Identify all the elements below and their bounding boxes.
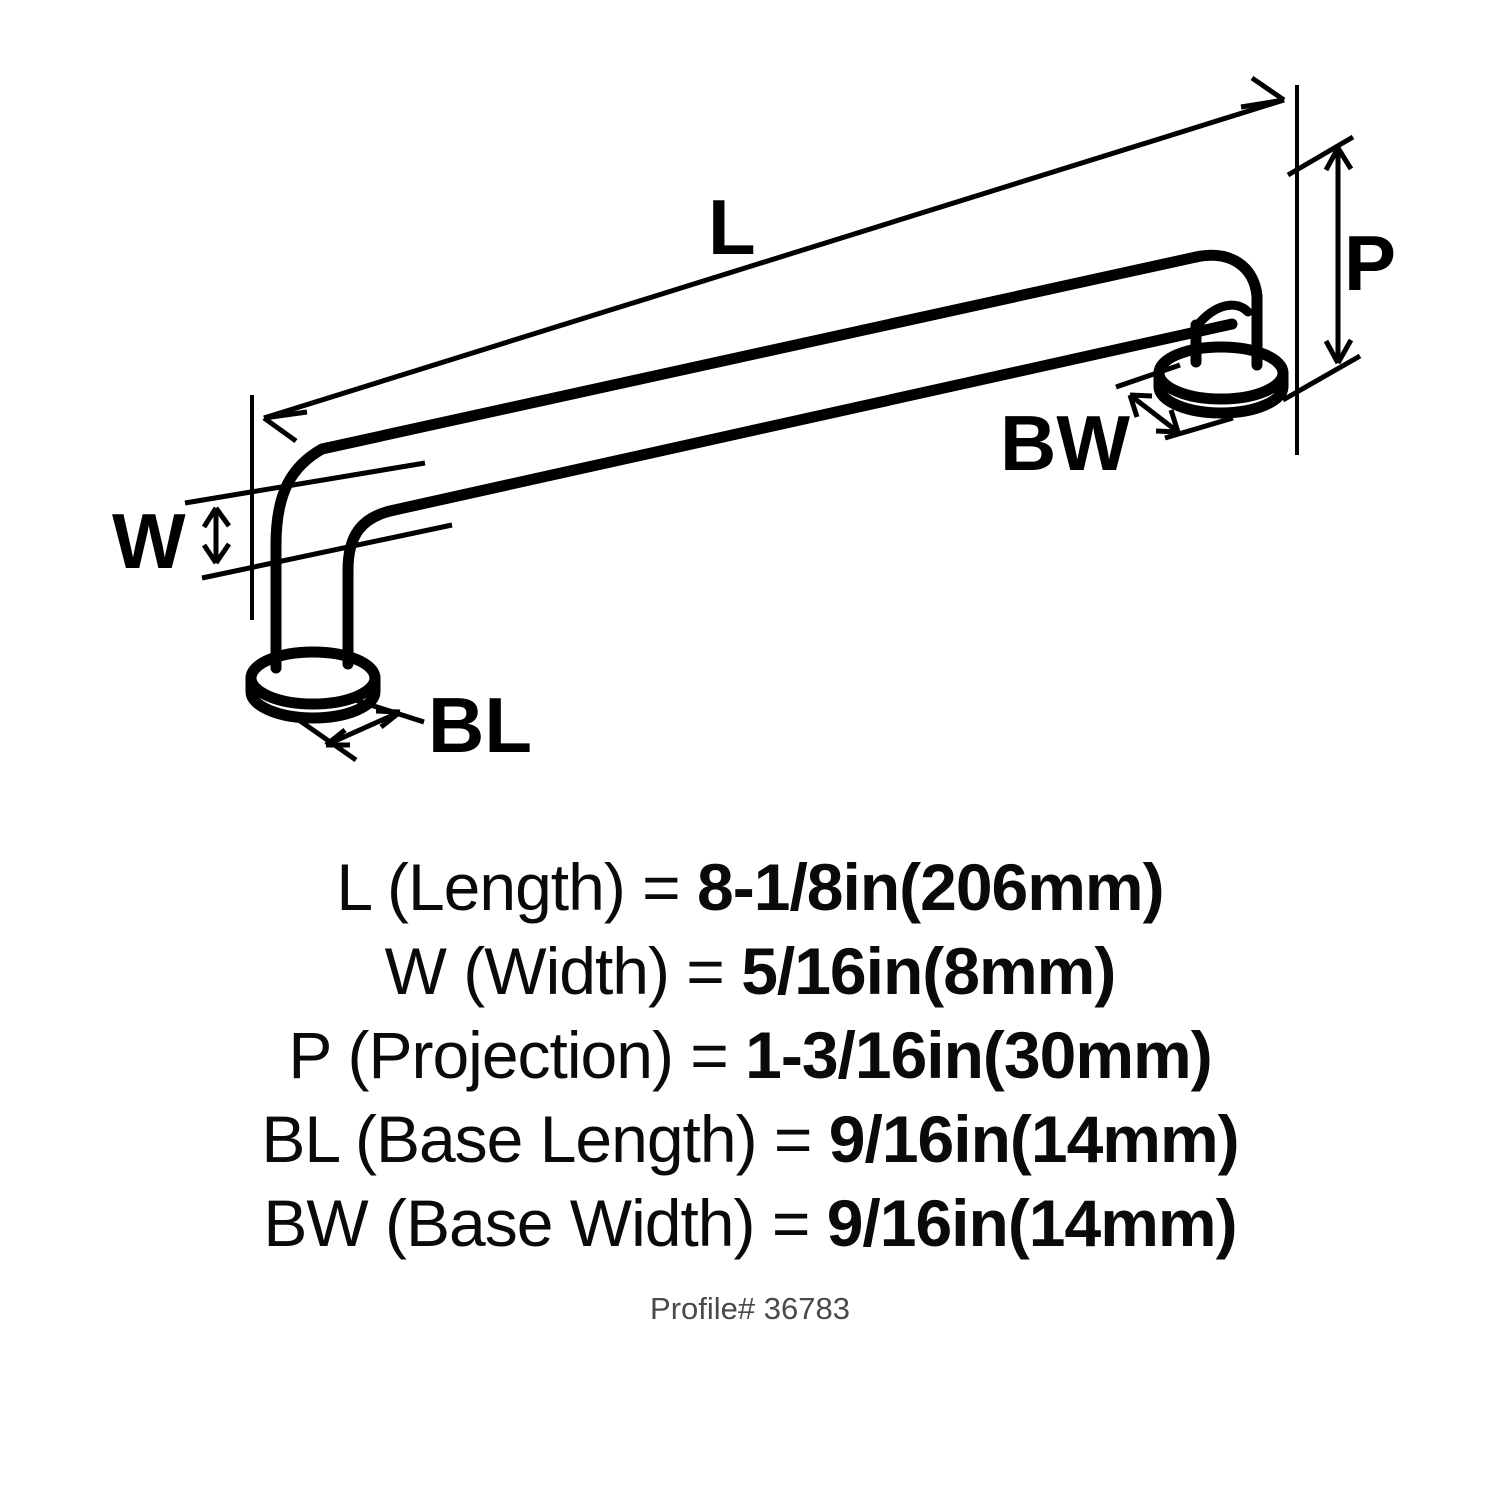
spec-value-projection: 1-3/16in(30mm) [745, 1018, 1213, 1092]
spec-value-width: 5/16in(8mm) [741, 934, 1116, 1008]
spec-line-length: L (Length) = 8-1/8in(206mm) [0, 845, 1500, 929]
label-base-length: BL [428, 681, 532, 769]
left-base-foot [245, 646, 381, 724]
spec-label-base-length: BL (Base Length) = [261, 1102, 829, 1176]
width-dimension [184, 460, 453, 581]
spec-label-length: L (Length) = [336, 850, 698, 924]
label-length: L [708, 183, 756, 271]
spec-label-projection: P (Projection) = [288, 1018, 746, 1092]
base-length-dimension [291, 697, 425, 763]
spec-label-width: W (Width) = [384, 934, 742, 1008]
right-post [1190, 249, 1263, 371]
label-projection: P [1344, 219, 1396, 307]
dimension-labels: L W P BL BW [112, 183, 1396, 769]
label-base-width: BW [1000, 399, 1130, 487]
handle-dimension-drawing: L W P BL BW [112, 75, 1396, 769]
right-base-foot [1153, 341, 1289, 419]
spec-value-length: 8-1/8in(206mm) [697, 850, 1165, 924]
specifications-list: L (Length) = 8-1/8in(206mm) W (Width) = … [0, 845, 1500, 1327]
spec-value-base-length: 9/16in(14mm) [828, 1102, 1240, 1176]
spec-line-base-length: BL (Base Length) = 9/16in(14mm) [0, 1097, 1500, 1181]
base-width-dimension [1115, 362, 1234, 441]
profile-number: Profile# 36783 [650, 1291, 850, 1326]
dimension-lines [184, 75, 1362, 763]
spec-line-width: W (Width) = 5/16in(8mm) [0, 929, 1500, 1013]
spec-value-base-width: 9/16in(14mm) [826, 1186, 1238, 1260]
spec-label-base-width: BW (Base Width) = [263, 1186, 827, 1260]
projection-dimension [1281, 134, 1362, 403]
spec-line-projection: P (Projection) = 1-3/16in(30mm) [0, 1013, 1500, 1097]
spec-line-base-width: BW (Base Width) = 9/16in(14mm) [0, 1181, 1500, 1265]
label-width: W [112, 497, 186, 585]
